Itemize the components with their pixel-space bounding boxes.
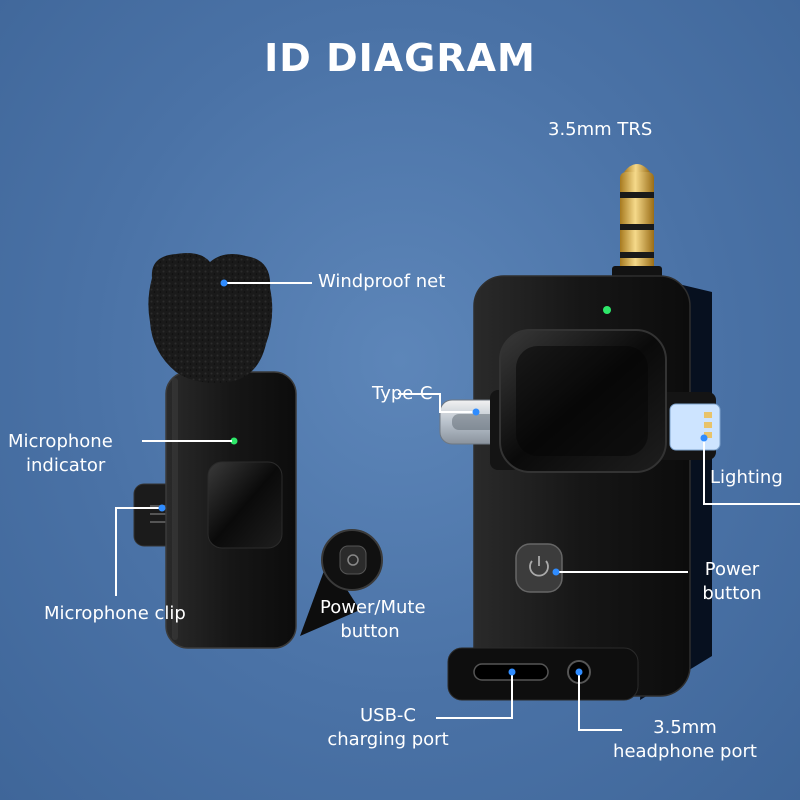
label-usb-c-line1: USB-C (359, 705, 416, 726)
label-power-mute-button: Power/Mute button (320, 596, 426, 644)
label-lighting: Lighting (710, 467, 783, 488)
windproof-foam (148, 253, 273, 383)
trs-plug (612, 164, 662, 282)
label-power-line1: Power (704, 559, 760, 580)
label-microphone-indicator: Microphone indicator (8, 430, 113, 478)
label-headphone-port: 3.5mm headphone port (600, 716, 770, 764)
label-headphone-line2: headphone port (613, 741, 757, 762)
microphone-indicator-led (230, 437, 238, 445)
label-usb-c-charging-port: USB-C charging port (318, 704, 458, 752)
label-microphone-indicator-line2: indicator (26, 455, 106, 476)
microphone-screen (207, 461, 283, 549)
label-power-mute-line1: Power/Mute (320, 597, 426, 618)
microphone-device (133, 253, 297, 649)
label-windproof-net: Windproof net (318, 271, 446, 292)
label-microphone-clip: Microphone clip (44, 603, 186, 624)
diagram-title: ID DIAGRAM (264, 36, 536, 80)
label-power-mute-line2: button (340, 621, 400, 642)
callout-dots (158, 279, 708, 676)
receiver-power-button (515, 543, 563, 593)
label-headphone-line1: 3.5mm (653, 717, 717, 738)
label-trs: 3.5mm TRS (548, 119, 653, 140)
label-usb-c-line2: charging port (327, 729, 449, 750)
power-mute-zoom (300, 529, 383, 636)
callout-lines (115, 282, 800, 731)
lightning-plug (656, 392, 721, 460)
label-type-c: Type-C (372, 383, 433, 404)
label-power-line2: button (702, 583, 762, 604)
receiver-device (439, 164, 721, 701)
receiver-led (603, 306, 611, 314)
label-microphone-indicator-line1: Microphone (8, 431, 113, 452)
label-power-button: Power button (694, 558, 770, 606)
